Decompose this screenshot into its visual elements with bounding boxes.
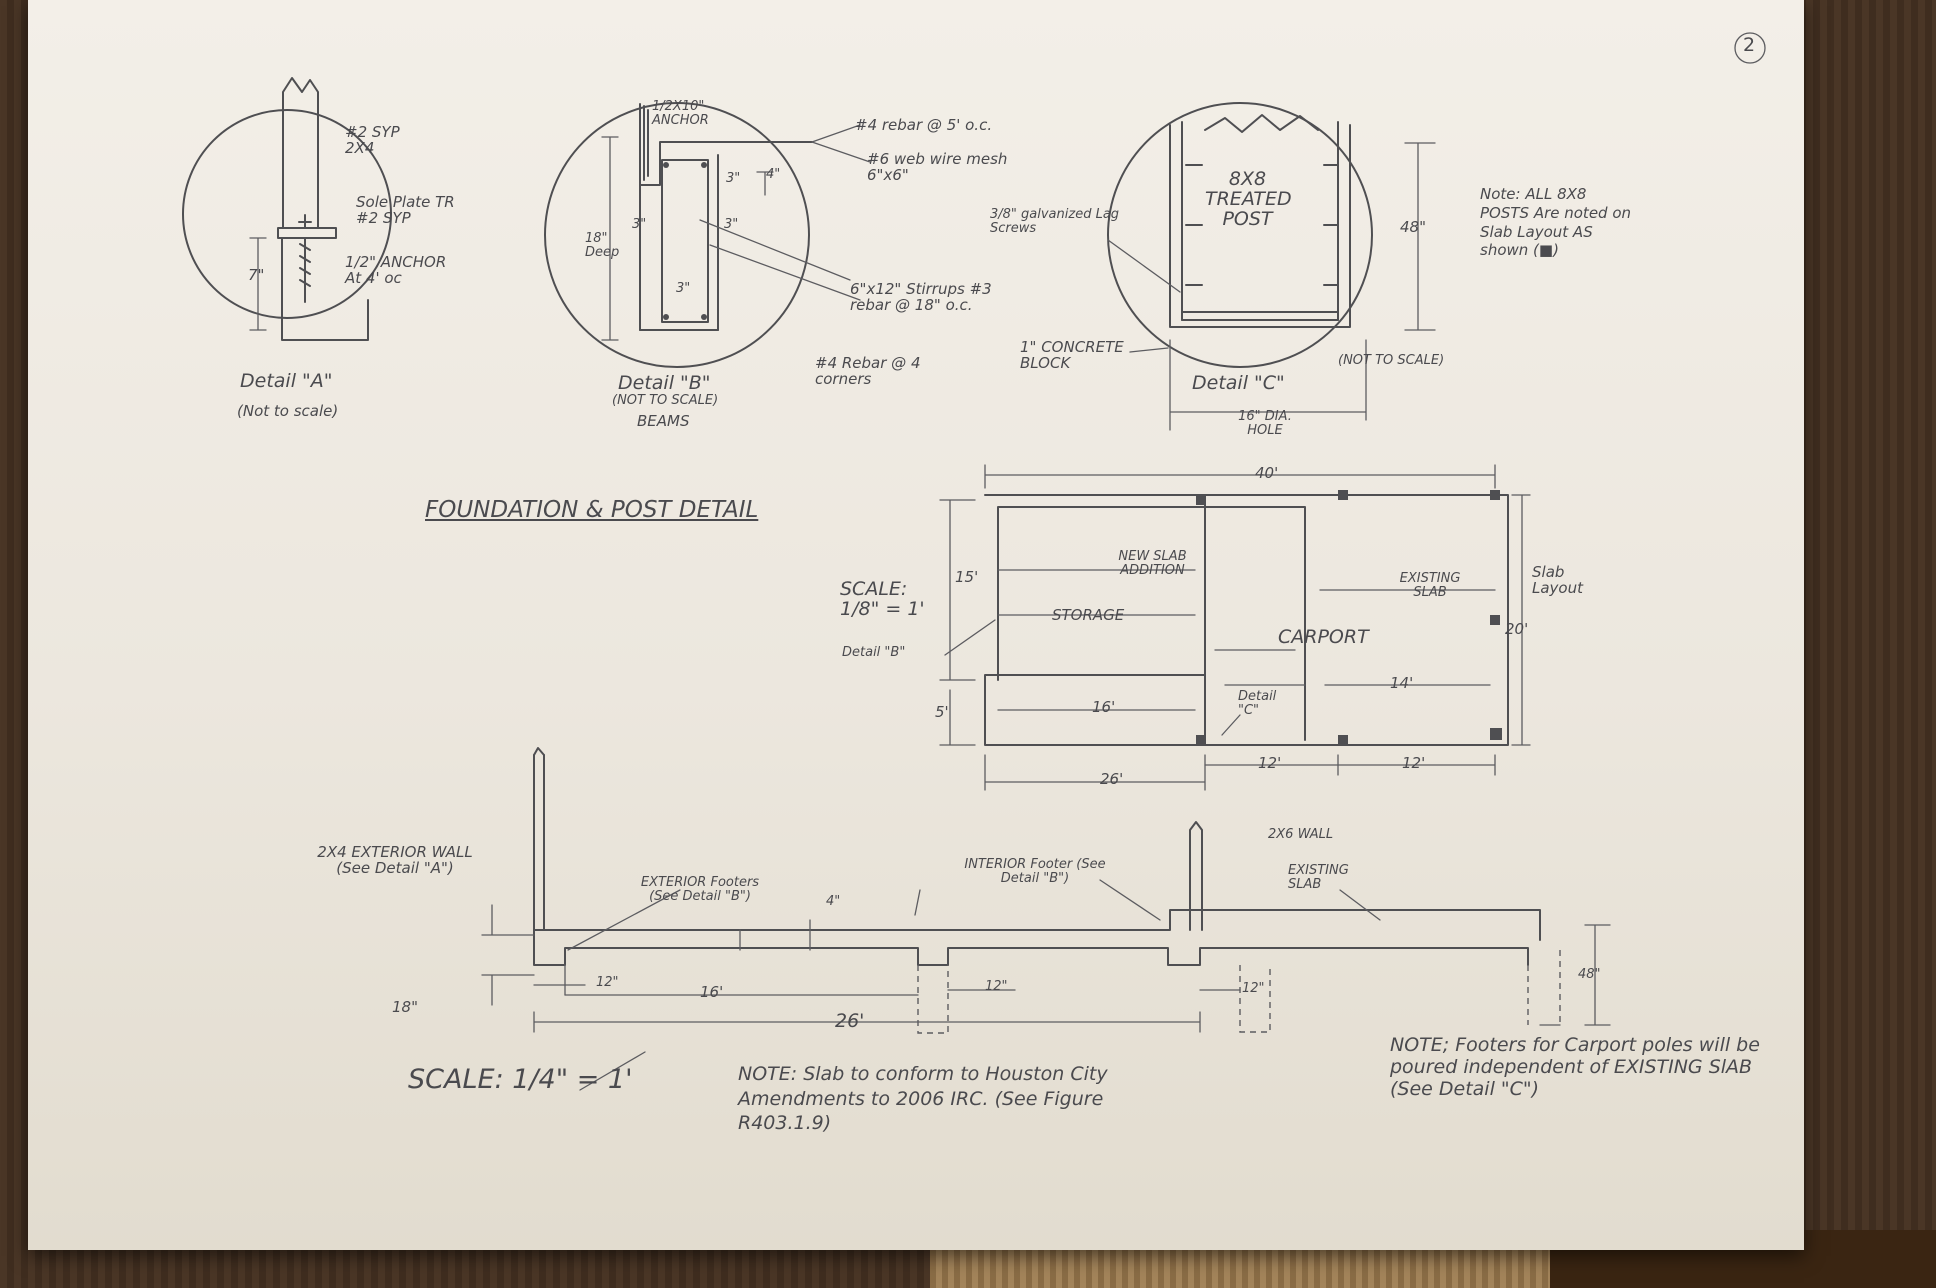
section-scale-label: SCALE: 1/4" = 1'	[408, 1064, 633, 1095]
detail-b-dim-4: 4"	[766, 167, 781, 182]
detail-b-title: Detail "B"	[618, 372, 711, 394]
slab-dim-14: 14'	[1390, 674, 1414, 692]
foundation-section	[481, 747, 1611, 1091]
section-dim-48: 48"	[1578, 967, 1601, 982]
section-dim-4: 4"	[826, 894, 841, 909]
slab-layout-plan	[939, 464, 1531, 791]
detail-b-drawing	[544, 102, 871, 368]
detail-b-anchor-label: 1/2X10" ANCHOR	[652, 99, 709, 128]
detail-a-scale-note: (Not to scale)	[237, 402, 339, 420]
slab-new-addition-label: NEW SLAB ADDITION	[1118, 549, 1187, 578]
detail-b-depth-dim: 18" Deep	[585, 231, 620, 260]
detail-c-title: Detail "C"	[1192, 372, 1285, 394]
slab-carport-label: CARPORT	[1278, 626, 1369, 648]
detail-c-drawing	[1107, 102, 1436, 431]
sheet-number: 2	[1743, 34, 1756, 56]
section-dim-12b: 12"	[985, 979, 1008, 994]
detail-c-lag-screws-label: 3/8" galvanized Lag Screws	[990, 207, 1120, 236]
section-dim-12a: 12"	[596, 975, 619, 990]
detail-b-scale-note: (NOT TO SCALE)	[612, 393, 719, 408]
section-dim-18: 18"	[392, 998, 418, 1016]
detail-b-top-rebar-label: #4 rebar @ 5' o.c.	[855, 116, 993, 134]
posts-note: Note: ALL 8X8 POSTS Are noted on Slab La…	[1480, 185, 1632, 260]
section-exterior-footers-label: EXTERIOR Footers (See Detail "B")	[640, 875, 760, 904]
section-existing-slab-label: EXISTING SLAB	[1288, 863, 1349, 892]
detail-a-anchor-label: 1/2" ANCHOR At 4' oc	[345, 253, 447, 287]
section-dim-12c: 12"	[1242, 981, 1265, 996]
slab-dim-20: 20'	[1505, 620, 1529, 638]
slab-layout-label: Slab Layout	[1532, 563, 1583, 597]
slab-detail-b-ref: Detail "B"	[842, 645, 906, 660]
carport-footers-note: NOTE; Footers for Carport poles will be …	[1390, 1034, 1760, 1100]
slab-dim-12b: 12'	[1402, 754, 1426, 772]
detail-c-depth-dim: 48"	[1400, 218, 1426, 236]
section-2x6-wall-label: 2X6 WALL	[1268, 827, 1334, 842]
detail-a-sole-plate-label: Sole Plate TR #2 SYP	[356, 193, 455, 227]
detail-b-dim-3a: 3"	[726, 171, 741, 186]
detail-b-dim-3b: 3"	[632, 217, 647, 232]
detail-c-post-label: 8X8 TREATED POST	[1205, 168, 1292, 230]
section-interior-footer-label: INTERIOR Footer (See Detail "B")	[964, 857, 1106, 886]
slab-dim-5: 5'	[935, 703, 949, 721]
slab-detail-c-ref: Detail "C"	[1238, 689, 1277, 718]
detail-b-dim-3d: 3"	[676, 281, 691, 296]
detail-a-height-dim: 7"	[248, 266, 265, 284]
detail-c-scale-note: (NOT TO SCALE)	[1338, 353, 1445, 368]
section-dim-26: 26'	[835, 1010, 865, 1032]
detail-b-dim-3c: 3"	[724, 217, 739, 232]
slab-storage-label: STORAGE	[1052, 606, 1125, 624]
slab-existing-label: EXISTING SLAB	[1399, 571, 1461, 600]
page-title: FOUNDATION & POST DETAIL	[425, 497, 759, 523]
slab-dim-15: 15'	[955, 568, 979, 586]
section-exterior-wall-label: 2X4 EXTERIOR WALL (See Detail "A")	[317, 843, 473, 877]
detail-c-hole-label: 16" DIA. HOLE	[1238, 409, 1292, 438]
slab-dim-16: 16'	[1092, 698, 1116, 716]
slab-dim-40: 40'	[1255, 464, 1279, 482]
slab-scale-label: SCALE: 1/8" = 1'	[840, 578, 925, 620]
detail-a-title: Detail "A"	[240, 370, 333, 392]
slab-dim-26: 26'	[1100, 770, 1124, 788]
slab-code-note: NOTE: Slab to conform to Houston City Am…	[738, 1063, 1108, 1135]
slab-dim-12a: 12'	[1258, 754, 1282, 772]
detail-b-subtitle: BEAMS	[637, 412, 690, 430]
sheet-number-circle	[1734, 32, 1766, 64]
section-dim-16: 16'	[700, 983, 724, 1001]
detail-a-stud-label: #2 SYP 2X4	[345, 123, 400, 157]
detail-b-corner-rebar-label: #4 Rebar @ 4 corners	[815, 354, 921, 388]
detail-c-block-label: 1" CONCRETE BLOCK	[1020, 338, 1124, 372]
detail-a-drawing	[182, 77, 392, 341]
detail-b-stirrups-label: 6"x12" Stirrups #3 rebar @ 18" o.c.	[850, 280, 992, 314]
detail-b-wire-mesh-label: #6 web wire mesh 6"x6"	[867, 150, 1008, 184]
